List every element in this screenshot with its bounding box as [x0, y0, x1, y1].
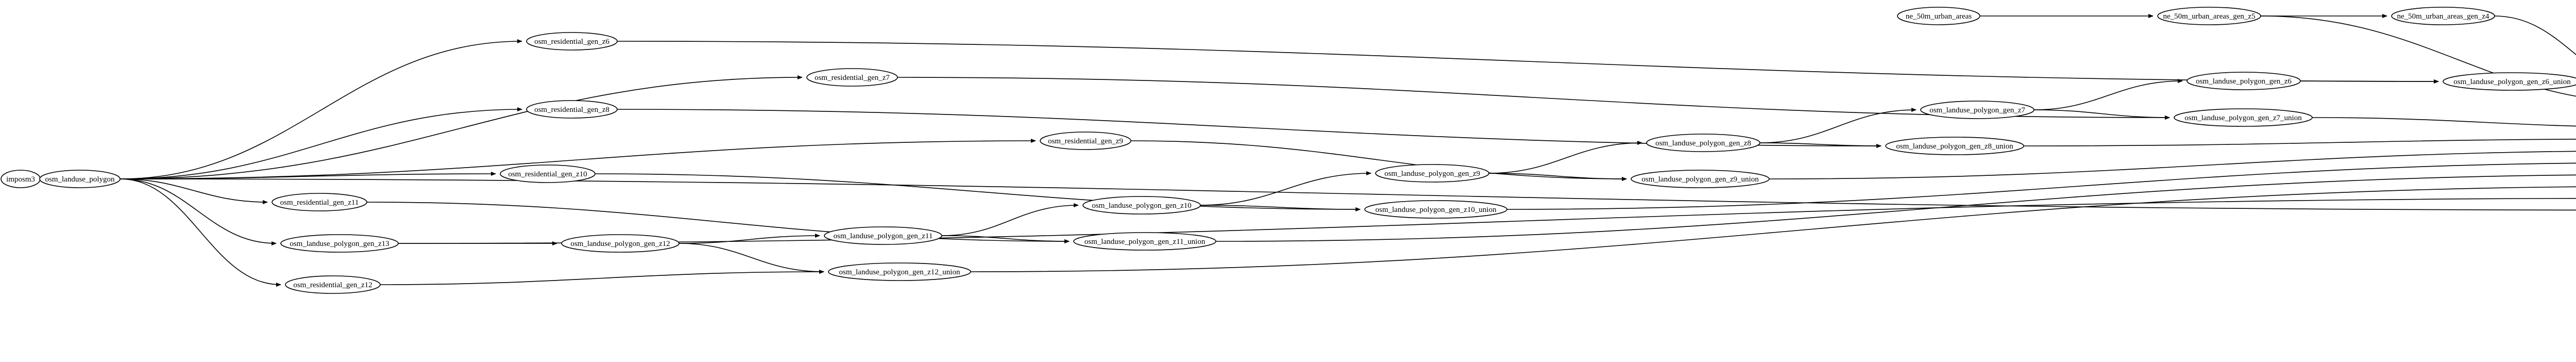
graph-edge — [120, 178, 281, 287]
graph-node[interactable] — [806, 68, 898, 87]
graph-node[interactable] — [2391, 7, 2495, 25]
graph-edge — [2494, 15, 2576, 55]
graph-node-label: osm_residential_gen_z10 — [508, 170, 587, 178]
graph-node[interactable] — [2443, 72, 2576, 91]
graph-node-label: osm_landuse_polygon_gen_z10_union — [1376, 206, 1497, 214]
graph-edge — [120, 178, 2576, 211]
graph-node[interactable] — [1040, 131, 1131, 150]
graph-node[interactable] — [1082, 196, 1201, 215]
graph-node[interactable] — [2157, 7, 2261, 25]
graph-edge — [595, 173, 1361, 211]
graph-node-label: osm_residential_gen_z12 — [293, 281, 372, 289]
graph-node[interactable] — [272, 193, 367, 211]
graph-edge — [1506, 162, 2576, 210]
graph-node-label: osm_residential_gen_z7 — [815, 74, 890, 82]
graph-node-label: osm_landuse_polygon_gen_z8_union — [1896, 142, 2013, 151]
graph-edge — [679, 243, 824, 274]
graph-edge — [2312, 117, 2576, 127]
graph-node[interactable] — [1885, 137, 2024, 155]
graph-node-label: osm_landuse_polygon_gen_z9_union — [1641, 175, 1759, 184]
graph-node[interactable] — [526, 100, 618, 119]
graph-edge — [1759, 108, 1917, 143]
graph-edge — [380, 270, 824, 285]
graph-node-label: osm_residential_gen_z11 — [280, 199, 359, 207]
graph-edge — [120, 178, 277, 245]
graph-edge — [1488, 173, 1627, 181]
graph-edge — [2023, 139, 2576, 146]
graph-edge — [1215, 174, 2576, 242]
graph-node[interactable] — [526, 32, 618, 51]
graph-edge — [941, 203, 1079, 236]
graph-node-label: osm_landuse_polygon_gen_z13 — [290, 240, 389, 248]
graph-edge — [120, 75, 803, 179]
graph-node[interactable] — [1364, 200, 1507, 219]
graph-node-label: osm_landuse_polygon_gen_z10 — [1092, 202, 1191, 210]
graph-edge — [120, 178, 268, 204]
nodes-layer: imposm3 osm_landuse_polygon osm_residentia… — [1, 7, 2576, 294]
graph-edge — [366, 202, 1070, 243]
graph-node[interactable] — [1897, 7, 1980, 25]
graph-node[interactable] — [2187, 72, 2301, 90]
graph-node-label: osm_residential_gen_z9 — [1048, 137, 1123, 145]
graph-node[interactable] — [39, 170, 121, 188]
graph-node[interactable] — [561, 234, 680, 253]
graph-node[interactable] — [828, 262, 971, 281]
graph-edge — [398, 198, 2576, 244]
graph-node-label: ne_50m_urban_areas — [1906, 12, 1972, 21]
graph-node[interactable] — [1073, 232, 1216, 251]
graph-node[interactable] — [500, 164, 596, 183]
graph-edge — [2260, 15, 2576, 97]
graph-node[interactable] — [1646, 134, 1760, 152]
graph-node-label: osm_landuse_polygon — [45, 175, 115, 184]
graph-node[interactable] — [1375, 164, 1489, 183]
graph-node-label: osm_landuse_polygon_gen_z12 — [570, 240, 670, 248]
graph-edge — [1200, 171, 1371, 206]
graph-node-label: osm_landuse_polygon_gen_z11_union — [1084, 238, 1206, 246]
graph-edge — [2033, 109, 2170, 120]
graph-node[interactable] — [285, 275, 381, 294]
graph-node-label: osm_residential_gen_z6 — [534, 38, 609, 46]
graph-node[interactable] — [824, 226, 942, 245]
graph-node[interactable] — [280, 234, 399, 253]
graph-node-label: ne_50m_urban_areas_gen_z5 — [2163, 12, 2255, 21]
graph-node[interactable] — [1920, 101, 2035, 119]
graph-edge — [120, 39, 522, 179]
graph-edge — [120, 107, 522, 179]
graph-node[interactable] — [2174, 108, 2313, 127]
graph-node-label: osm_landuse_polygon_gen_z6_union — [2453, 78, 2571, 86]
graph-node-label: osm_landuse_polygon_gen_z6 — [2196, 77, 2292, 86]
edges-layer — [35, 14, 2576, 287]
graph-edge — [679, 234, 820, 244]
graph-edge — [1769, 151, 2576, 179]
graph-edge — [1488, 141, 1642, 174]
graph-node-label: imposm3 — [6, 175, 35, 184]
graph-node-label: osm_landuse_polygon_gen_z11 — [834, 232, 933, 240]
graph-node-label: osm_landuse_polygon_gen_z7 — [1929, 106, 2025, 114]
graph-node-label: ne_50m_urban_areas_gen_z4 — [2397, 12, 2489, 21]
graph-edge — [2033, 79, 2183, 110]
graph-edge — [1130, 140, 1627, 181]
graph-node-label: osm_landuse_polygon_gen_z7_union — [2184, 114, 2302, 122]
graph-node[interactable] — [1631, 170, 1770, 188]
graph-node-label: osm_residential_gen_z8 — [534, 106, 609, 114]
graph-node-label: osm_landuse_polygon_gen_z8 — [1655, 139, 1751, 147]
graph-node-label: osm_landuse_polygon_gen_z12_union — [839, 268, 960, 276]
graph-edge — [970, 186, 2576, 272]
graph-node-label: osm_landuse_polygon_gen_z9 — [1384, 170, 1480, 178]
graph-edge — [617, 41, 2439, 84]
